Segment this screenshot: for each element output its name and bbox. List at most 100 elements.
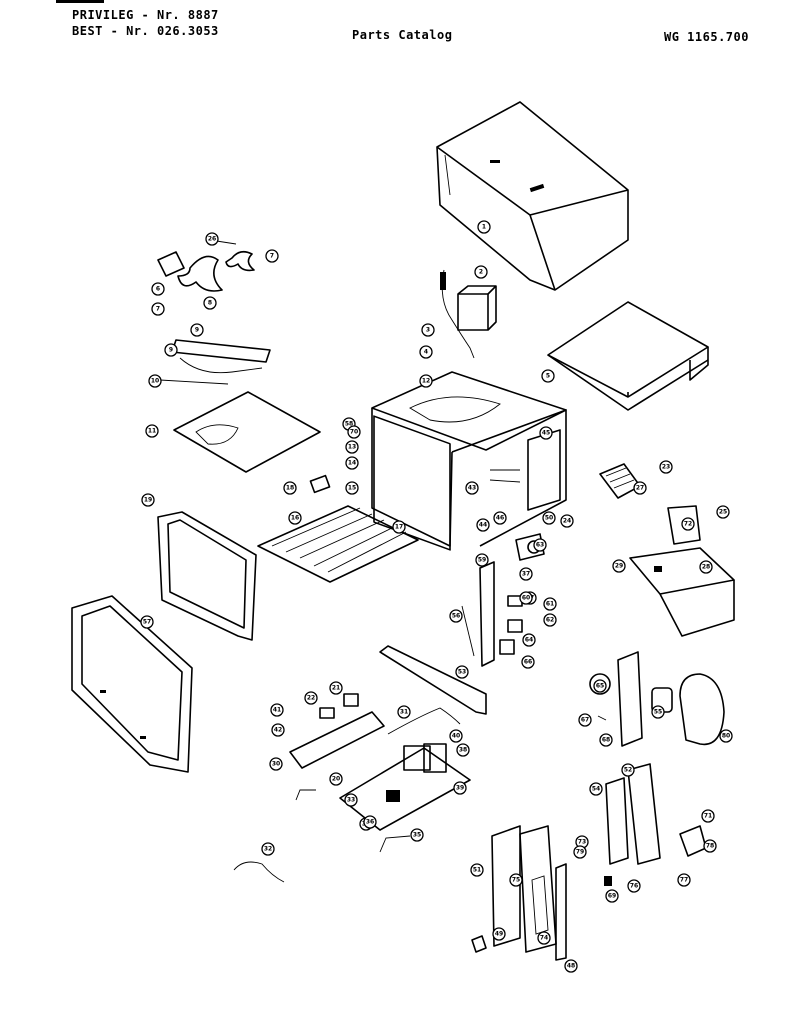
callout-c20: 20	[329, 772, 343, 786]
svg-text:48: 48	[567, 963, 575, 970]
callout-c7b: 7	[151, 302, 165, 316]
fan-motor-group	[157, 239, 271, 385]
callout-c39: 39	[453, 781, 467, 795]
svg-text:80: 80	[722, 733, 730, 740]
callout-c25: 25	[716, 505, 730, 519]
callout-c37: 37	[519, 567, 533, 581]
svg-text:49: 49	[495, 931, 503, 938]
svg-text:27: 27	[636, 485, 644, 492]
svg-text:31: 31	[400, 709, 408, 716]
svg-text:42: 42	[274, 727, 282, 734]
callout-c9b: 9	[164, 343, 178, 357]
callout-c55: 55	[651, 705, 665, 719]
callout-c59: 59	[475, 553, 489, 567]
callout-c19: 19	[141, 493, 155, 507]
svg-text:77: 77	[680, 877, 688, 884]
svg-text:28: 28	[702, 564, 710, 571]
callout-c7a: 7	[265, 249, 279, 263]
callout-c73: 73	[575, 835, 589, 849]
callout-c52: 52	[621, 763, 635, 777]
wg-number: WG 1165.700	[664, 30, 749, 44]
bottom-wire	[233, 861, 285, 883]
callout-c44: 44	[476, 518, 490, 532]
svg-text:21: 21	[332, 685, 340, 692]
svg-text:61: 61	[546, 601, 554, 608]
callout-c41: 41	[270, 703, 284, 717]
svg-text:24: 24	[563, 518, 571, 525]
control-board	[339, 743, 471, 831]
svg-text:8: 8	[208, 300, 212, 307]
svg-text:45: 45	[542, 430, 550, 437]
callout-c74: 74	[537, 931, 551, 945]
callout-c21: 21	[329, 681, 343, 695]
svg-text:4: 4	[424, 349, 428, 356]
callout-c56: 56	[449, 609, 463, 623]
svg-text:46: 46	[496, 515, 504, 522]
svg-text:76: 76	[630, 883, 638, 890]
svg-text:57: 57	[143, 619, 151, 626]
callout-c2: 2	[474, 265, 488, 279]
svg-text:9: 9	[169, 347, 173, 354]
svg-text:2: 2	[479, 269, 483, 276]
callout-c60: 60	[519, 591, 533, 605]
callout-c67: 67	[578, 713, 592, 727]
svg-text:38: 38	[459, 747, 467, 754]
vent-grille	[599, 463, 641, 499]
callout-c30: 30	[269, 757, 283, 771]
callout-c65: 65	[593, 679, 607, 693]
callout-c49: 49	[492, 927, 506, 941]
power-module	[440, 269, 497, 359]
callout-c38: 38	[456, 743, 470, 757]
svg-text:74: 74	[540, 935, 548, 942]
right-panels	[605, 763, 707, 865]
callout-c77: 77	[677, 873, 691, 887]
callout-c61: 61	[543, 597, 557, 611]
svg-text:7: 7	[270, 253, 274, 260]
svg-text:66: 66	[524, 659, 532, 666]
callout-c6: 6	[151, 282, 165, 296]
model-number-best: BEST - Nr. 026.3053	[72, 24, 219, 38]
svg-text:17: 17	[395, 524, 403, 531]
svg-text:44: 44	[479, 522, 487, 529]
bottom-plate	[173, 391, 321, 473]
svg-text:53: 53	[458, 669, 466, 676]
svg-text:55: 55	[654, 709, 662, 716]
switch-bracket	[461, 561, 523, 667]
svg-text:29: 29	[615, 563, 623, 570]
callout-c17: 17	[392, 520, 406, 534]
callout-c40: 40	[449, 729, 463, 743]
callout-c71: 71	[701, 809, 715, 823]
callout-c8: 8	[203, 296, 217, 310]
svg-text:16: 16	[291, 515, 299, 522]
svg-text:64: 64	[525, 637, 533, 644]
svg-text:65: 65	[596, 683, 604, 690]
svg-text:10: 10	[151, 378, 159, 385]
callout-c23: 23	[659, 460, 673, 474]
callout-c31: 31	[397, 705, 411, 719]
callout-c35: 35	[410, 828, 424, 842]
callout-c22: 22	[304, 691, 318, 705]
svg-text:3: 3	[426, 327, 430, 334]
callout-c57: 57	[140, 615, 154, 629]
callout-c10: 10	[148, 374, 162, 388]
svg-text:33: 33	[347, 797, 355, 804]
svg-text:26: 26	[208, 236, 216, 243]
interlock-bracket	[289, 693, 385, 801]
svg-text:19: 19	[144, 497, 152, 504]
svg-text:62: 62	[546, 617, 554, 624]
svg-text:35: 35	[413, 832, 421, 839]
model-number-privileg: PRIVILEG - Nr. 8887	[72, 8, 219, 22]
control-box	[629, 505, 735, 637]
callout-c33: 33	[344, 793, 358, 807]
top-cover-plate	[547, 301, 709, 411]
svg-text:59: 59	[478, 557, 486, 564]
callout-c48: 48	[564, 959, 578, 973]
callout-c13: 13	[345, 440, 359, 454]
callout-c62: 62	[543, 613, 557, 627]
svg-text:70: 70	[350, 429, 358, 436]
callout-c15: 15	[345, 481, 359, 495]
svg-text:11: 11	[148, 428, 156, 435]
svg-text:23: 23	[662, 464, 670, 471]
svg-text:40: 40	[452, 733, 460, 740]
